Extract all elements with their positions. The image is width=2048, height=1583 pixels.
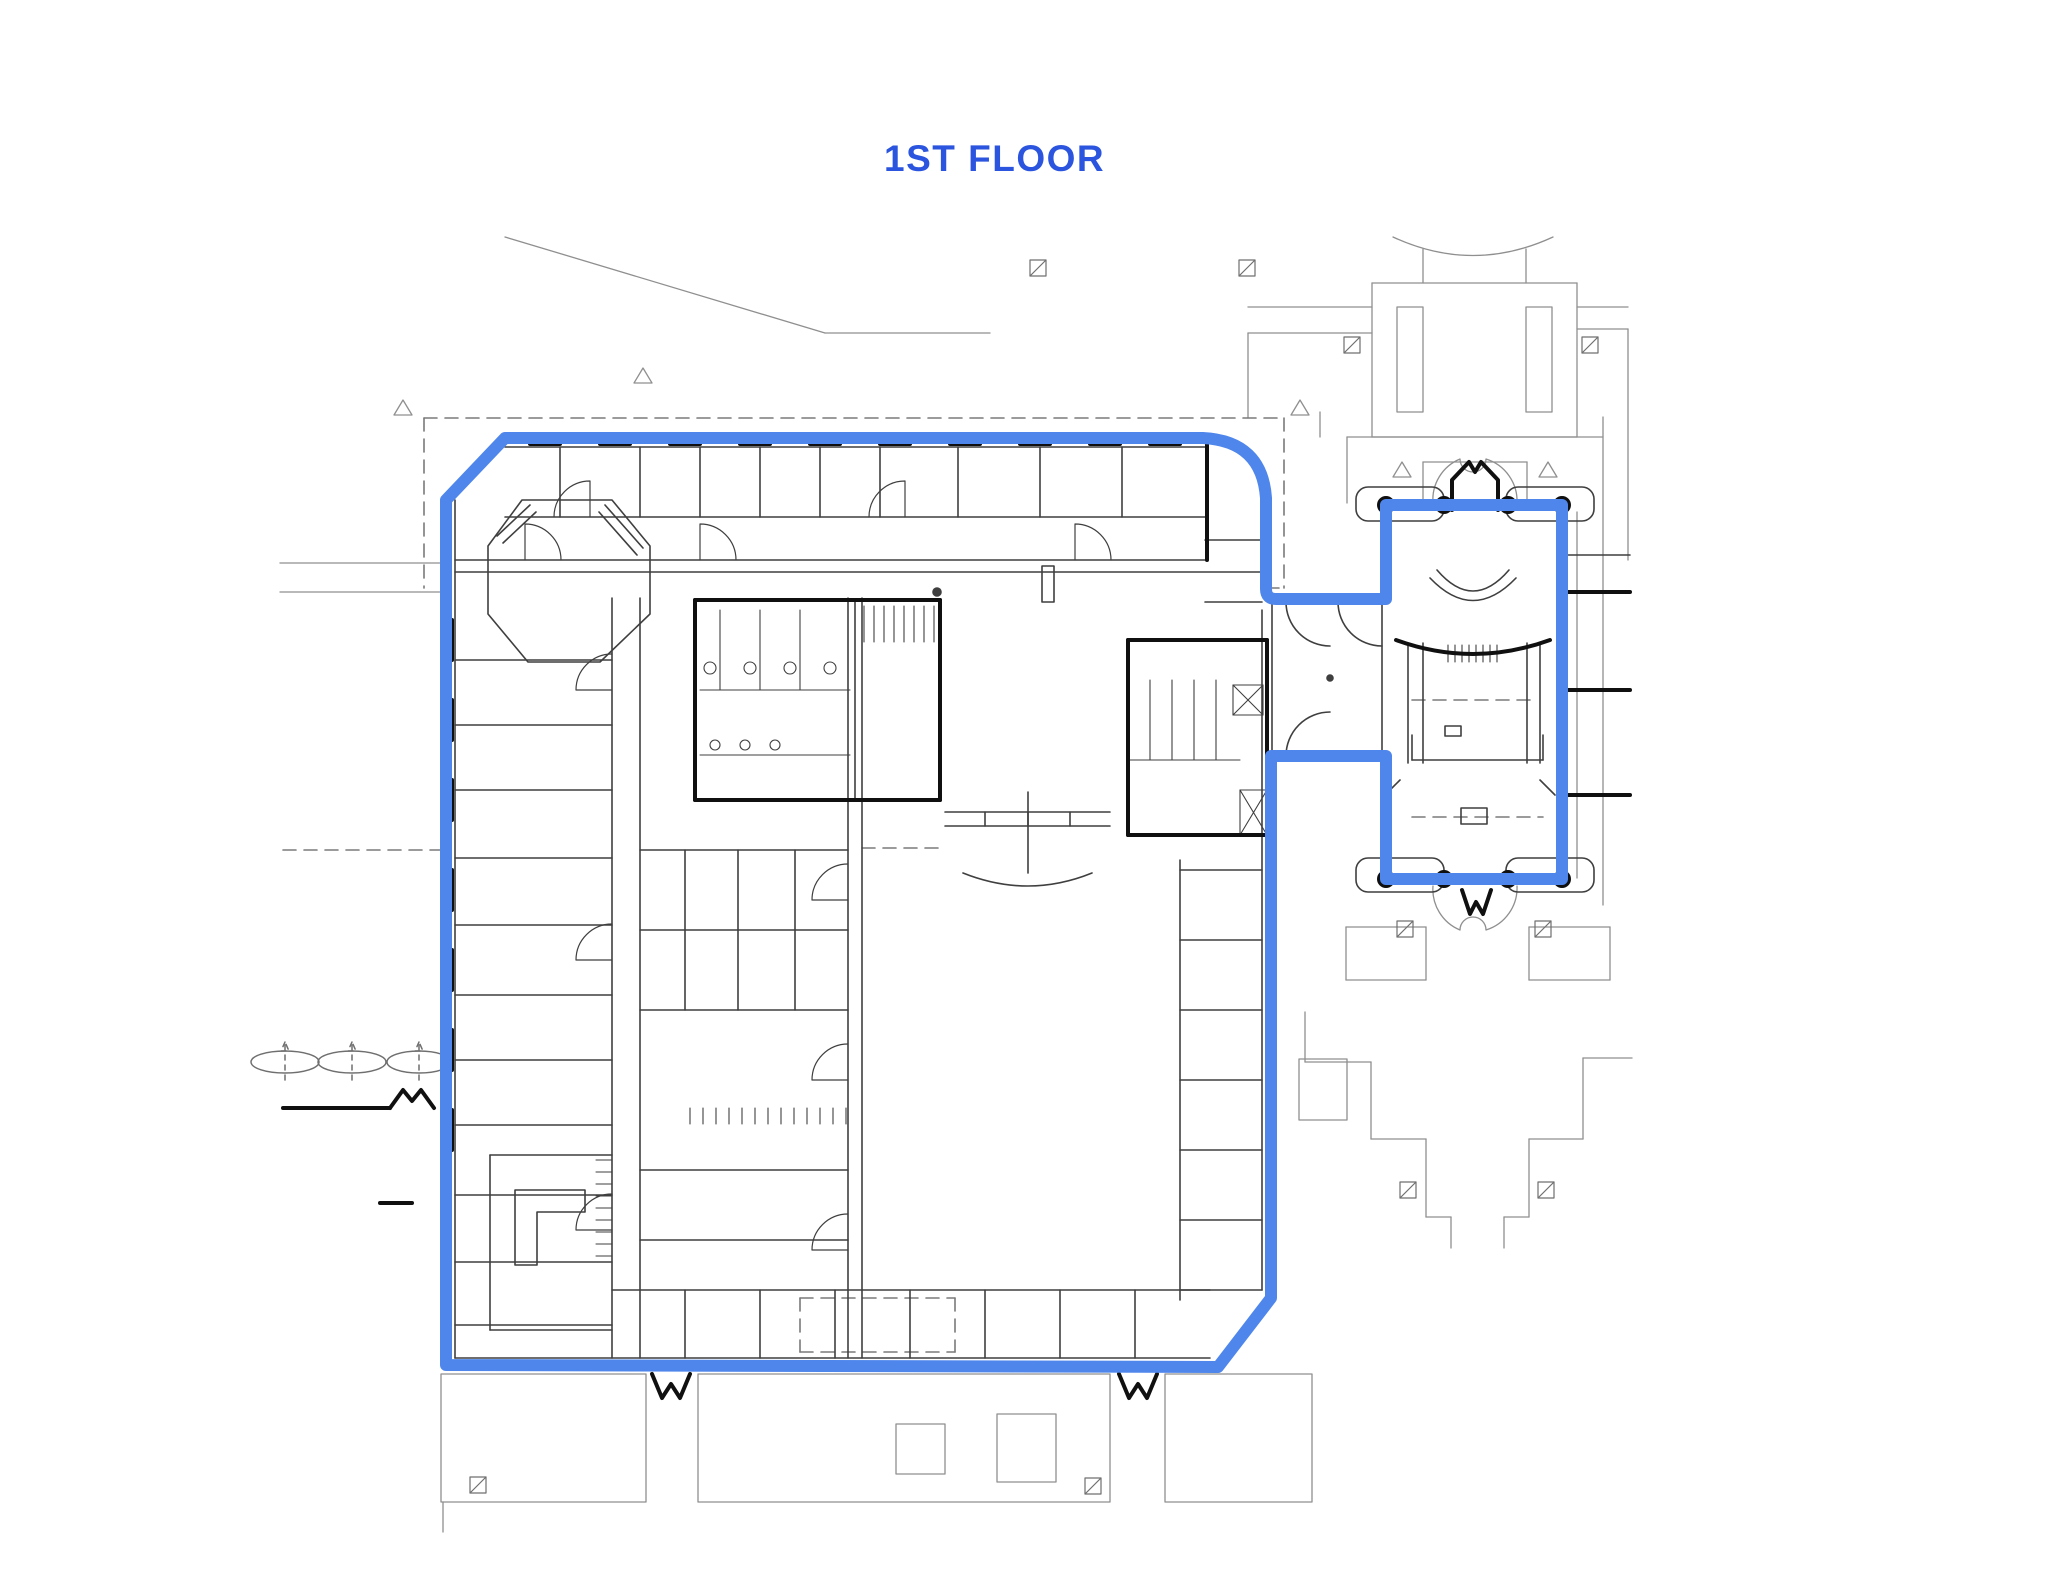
landscape (250, 1041, 452, 1081)
fixtures (595, 605, 1498, 1257)
suite-boundary-highlight (440, 432, 1568, 1373)
property-dashed (282, 417, 1544, 1353)
site-lines (279, 236, 1633, 1533)
walls-bold (281, 441, 1632, 1400)
walls-thin (454, 446, 1631, 1359)
survey-markers (469, 259, 1599, 1495)
doors (524, 480, 1112, 1251)
floor-title: 1ST FLOOR (884, 138, 1106, 179)
